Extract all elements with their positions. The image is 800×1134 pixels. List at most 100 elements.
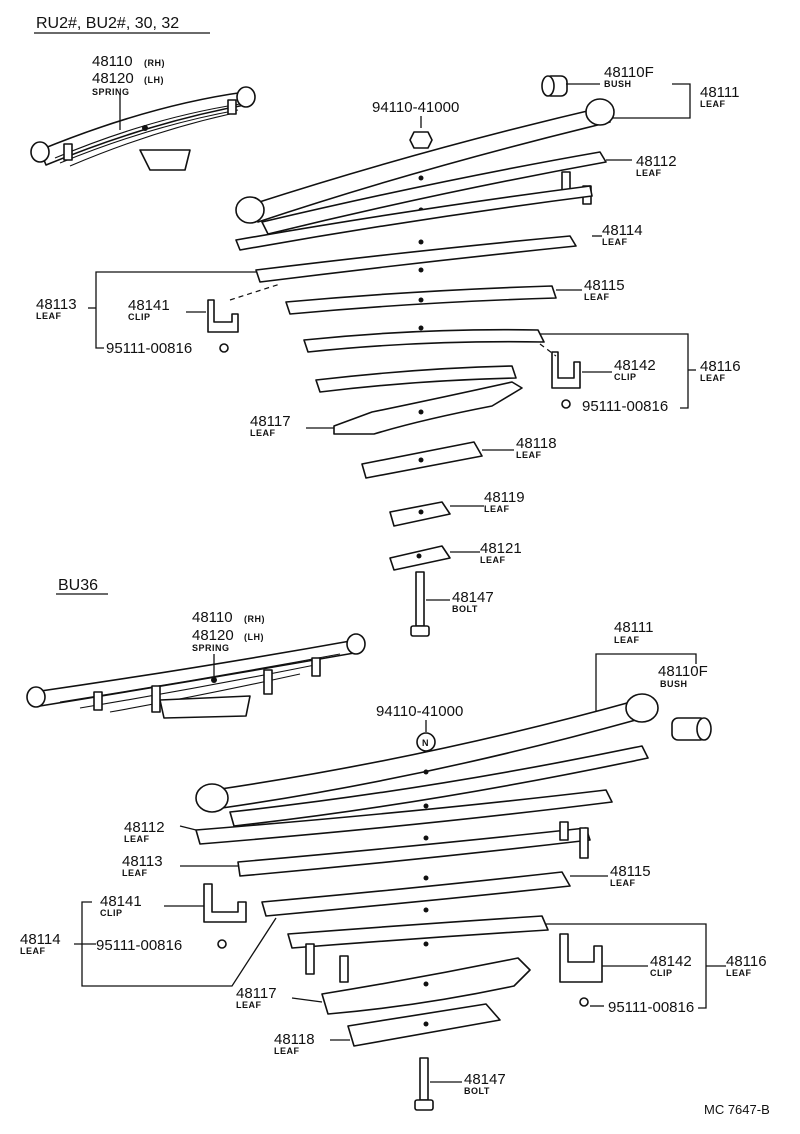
section1-leaf-48115	[285, 285, 557, 315]
section2-clip-48141	[203, 883, 247, 923]
section2-leaf-48116-number: 48116	[726, 953, 767, 970]
section1-leaf-48116-bracket	[540, 333, 689, 409]
section2-leaf-48111	[195, 693, 659, 813]
section2-leaf-48113	[237, 821, 591, 881]
section1-leaf-48118-number: 48118	[516, 435, 557, 452]
section2-clip-48142-sub: CLIP	[650, 968, 673, 978]
section1-spring-sub: SPRING	[92, 87, 130, 97]
section2-leaf-48112-number: 48112	[124, 819, 165, 836]
section2-leaf-48116-sub: LEAF	[726, 968, 752, 978]
section1-leaf-48117	[333, 381, 523, 435]
section2-leaf-48117-number: 48117	[236, 985, 277, 1002]
section2-header: BU36	[58, 577, 98, 594]
section2-nut-number: 94110-41000	[376, 703, 463, 720]
section2-bolt-b-number: 95111-00816	[608, 999, 694, 1016]
section1-clip-48142-sub: CLIP	[614, 372, 637, 382]
section1-leaf-48115-number: 48115	[584, 277, 625, 294]
section2-clip-48142-number: 48142	[650, 953, 692, 970]
section2-spring-sub: SPRING	[192, 643, 230, 653]
section1-leaf-48119	[389, 501, 451, 527]
section2-bush-number: 48110F	[658, 663, 708, 680]
section1-leaf-48113-number: 48113	[36, 296, 77, 313]
section1-leaf-48113	[255, 235, 577, 283]
section1-leaf-48119-number: 48119	[484, 489, 525, 506]
section1-nut	[409, 131, 433, 149]
section1-leaf-48118	[361, 441, 483, 479]
section1-leaf-48116	[303, 325, 545, 353]
section1-leaf-48113-bracket	[95, 271, 256, 349]
section1-bolt-48147	[410, 571, 430, 637]
section1-leaf-48112-number: 48112	[636, 153, 677, 170]
section2-clip-48141-sub: CLIP	[100, 908, 123, 918]
section1-bolt-b-number: 95111-00816	[582, 398, 668, 415]
section2-bush	[671, 717, 712, 741]
section2-leaf-48111-sub: LEAF	[614, 635, 640, 645]
section1-leaf-48112-sub: LEAF	[636, 168, 662, 178]
section1-bush-number: 48110F	[604, 64, 654, 81]
section1-clip-48141-sub: CLIP	[128, 312, 151, 322]
section2-leaf-48112	[195, 789, 613, 845]
section1-leaf-48113-sub: LEAF	[36, 311, 62, 321]
section1-bolt-48147-sub: BOLT	[452, 604, 478, 614]
section2-bolt-48147-sub: BOLT	[464, 1086, 490, 1096]
section1-leaf-48116-sub: LEAF	[700, 373, 726, 383]
section1-leaf-48115-sub: LEAF	[584, 292, 610, 302]
section2-leaf-48113-sub: LEAF	[122, 868, 148, 878]
section1-spring-rh-number: 48110	[92, 53, 133, 70]
section1-bolt-b	[561, 399, 571, 409]
section1-nut-number: 94110-41000	[372, 99, 459, 116]
section2-bush-sub: BUSH	[660, 679, 688, 689]
section1-leaf-48117-sub: LEAF	[250, 428, 276, 438]
section1-leaf-48117-number: 48117	[250, 413, 291, 430]
section2-leaf-48111-number: 48111	[614, 619, 654, 636]
section1-leaf-48121-number: 48121	[480, 540, 522, 557]
section2-leaf-48115-number: 48115	[610, 863, 651, 880]
section2-spring-lh-number: 48120	[192, 627, 234, 644]
section2-bolt-48147	[414, 1057, 434, 1111]
section2-clip-48141-number: 48141	[100, 893, 142, 910]
section1-spring-lh-suffix: (LH)	[144, 75, 164, 85]
section1-spring-rh-suffix: (RH)	[144, 58, 165, 68]
section1-leaf-48121-sub: LEAF	[480, 555, 506, 565]
section2-spring-rh-suffix: (RH)	[244, 614, 265, 624]
section2-leaf-48118-number: 48118	[274, 1031, 315, 1048]
section2-nut	[416, 732, 436, 752]
section2-spring-assembly	[26, 633, 366, 719]
section2-leaf-48115-sub: LEAF	[610, 878, 636, 888]
section1-leaf-48118-sub: LEAF	[516, 450, 542, 460]
section1-bolt-a	[219, 343, 229, 353]
section2-leaf-48115	[261, 871, 571, 917]
section1-leaf-intermediate	[315, 365, 517, 393]
section1-bolt-a-number: 95111-00816	[106, 340, 192, 357]
section1-leaf-48119-sub: LEAF	[484, 504, 510, 514]
section1-spring-assembly	[30, 86, 256, 171]
section1-clip-48142	[551, 351, 581, 389]
section2-leaf-48114-number: 48114	[20, 931, 61, 948]
section1-leaf-48111-number: 48111	[700, 84, 740, 101]
section1-clip-48141-number: 48141	[128, 297, 170, 314]
section1-leaf-48116-number: 48116	[700, 358, 741, 375]
section2-bolt-a	[217, 939, 227, 949]
section1-leaf-48111-sub: LEAF	[700, 99, 726, 109]
section2-leaf-48112-sub: LEAF	[124, 834, 150, 844]
section2-nut-mark: N	[422, 738, 429, 748]
section2-leaf-48113-number: 48113	[122, 853, 163, 870]
section2-spring-lh-suffix: (LH)	[244, 632, 264, 642]
section2-bolt-b	[579, 997, 589, 1007]
section1-header: RU2#, BU2#, 30, 32	[36, 15, 179, 32]
section1-leaf-48111	[235, 98, 615, 224]
section1-bush-sub: BUSH	[604, 79, 632, 89]
section1-spring-lh-number: 48120	[92, 70, 134, 87]
section1-leaf-48114-sub: LEAF	[602, 237, 628, 247]
section1-clip-48141	[207, 299, 239, 333]
section2-leaf-48117-sub: LEAF	[236, 1000, 262, 1010]
section2-leaf-48118-sub: LEAF	[274, 1046, 300, 1056]
section2-bolt-48147-number: 48147	[464, 1071, 506, 1088]
section1-bolt-48147-number: 48147	[452, 589, 494, 606]
section1-bush	[541, 75, 568, 97]
section2-leaf-48118	[347, 1003, 501, 1047]
section2-leaf-second	[229, 745, 649, 827]
section2-leaf-48114-sub: LEAF	[20, 946, 46, 956]
